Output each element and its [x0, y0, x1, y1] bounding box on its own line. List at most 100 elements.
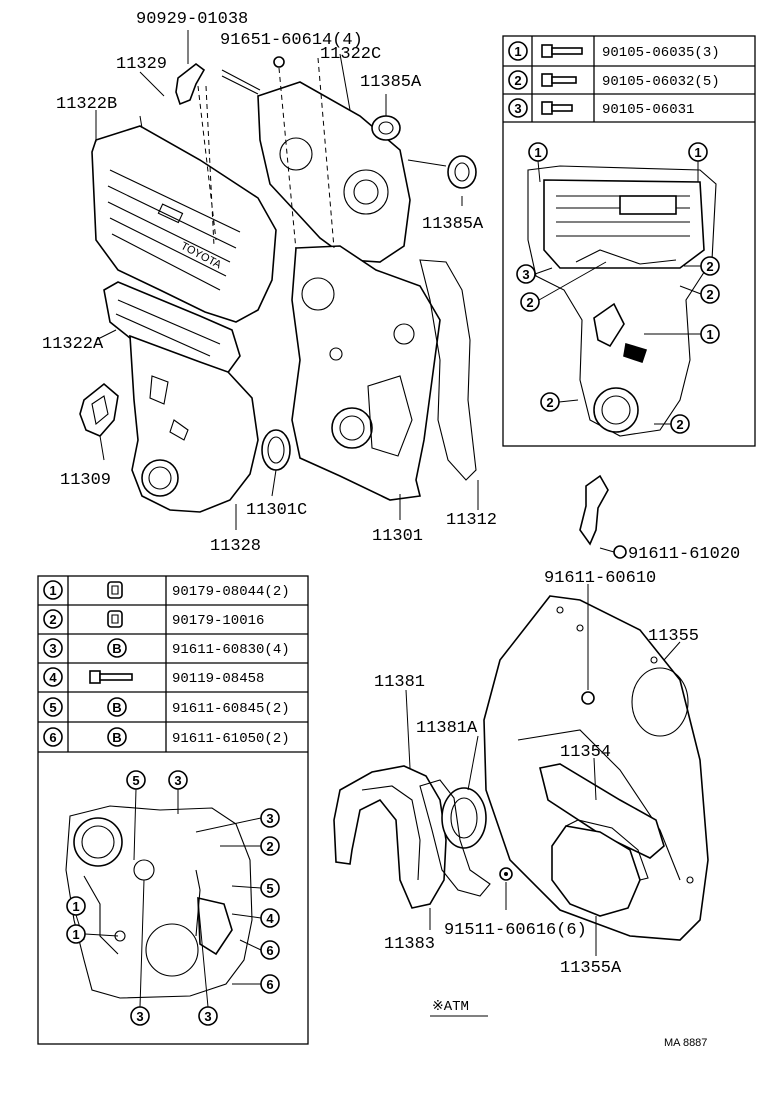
gasket-11322C: [257, 81, 411, 263]
callout-11301: 11301: [372, 527, 423, 546]
marker-3: 3: [168, 770, 188, 814]
svg-text:90105-06031: 90105-06031: [602, 102, 694, 118]
bolt-icon: [541, 73, 577, 87]
callout-11301C: 11301C: [246, 501, 307, 520]
callout-11355: 11355: [648, 627, 699, 646]
svg-text:B: B: [112, 641, 121, 656]
svg-text:3: 3: [49, 641, 56, 656]
retainer-11381: [333, 765, 447, 909]
callout-11322A: 11322A: [42, 335, 104, 354]
table-bottom-row-3: 3 B 91611-60830(4): [43, 638, 290, 658]
marker-3: 3: [516, 264, 553, 284]
table-bottom-row-6: 6 B 91611-61050(2): [43, 727, 290, 747]
svg-text:91611-60845(2): 91611-60845(2): [172, 701, 290, 717]
callout-11309: 11309: [60, 471, 111, 490]
svg-text:1: 1: [706, 327, 713, 342]
inset-upper-cover-drawing: [527, 165, 717, 437]
marker-1: 1: [644, 324, 720, 344]
callout-11385A-top: 11385A: [360, 73, 422, 92]
svg-text:6: 6: [266, 943, 273, 958]
svg-text:1: 1: [694, 145, 701, 160]
inset-timing-case-drawing: [65, 805, 253, 999]
upper-cover-assembly: TOYOTA: [42, 10, 497, 556]
svg-text:90105-06035(3): 90105-06035(3): [602, 45, 720, 61]
table-bottom-row-5: 5 B 91611-60845(2): [43, 697, 290, 717]
marker-6: 6: [239, 939, 280, 960]
stud-bolt: [221, 69, 261, 95]
svg-text:3: 3: [204, 1009, 211, 1024]
marker-3: 3: [197, 899, 218, 1026]
upper-cover-11322B: [91, 125, 277, 323]
callout-11354: 11354: [560, 743, 611, 762]
svg-text:4: 4: [266, 911, 274, 926]
flange-bolt-icon: B: [107, 697, 127, 717]
callout-11328: 11328: [210, 537, 261, 556]
svg-text:2: 2: [526, 295, 533, 310]
bolt-icon: [541, 44, 583, 58]
svg-text:90179-10016: 90179-10016: [172, 613, 264, 629]
flange-bolt-icon: B: [107, 727, 127, 747]
svg-text:5: 5: [132, 773, 139, 788]
rear-plate-assembly: 91611-60610 11355 11381 11381A 11354 113…: [333, 569, 709, 978]
svg-text:B: B: [112, 730, 121, 745]
inset-top-markers: 1 1 3 2 2 2 1 2 2: [516, 142, 720, 434]
svg-text:6: 6: [49, 730, 56, 745]
table-top-row-1: 1 90105-06035(3): [508, 41, 720, 61]
svg-text:3: 3: [514, 101, 521, 116]
marker-6: 6: [232, 974, 280, 994]
table-bottom-row-2: 2 90179-10016: [43, 609, 264, 629]
atm-note: ※ATM: [432, 999, 469, 1015]
svg-text:1: 1: [49, 583, 56, 598]
callout-11383: 11383: [384, 935, 435, 954]
callout-11381: 11381: [374, 673, 425, 692]
svg-text:3: 3: [174, 773, 181, 788]
svg-text:2: 2: [49, 612, 56, 627]
bolt-91611-61020: 91611-61020: [579, 474, 740, 564]
gasket-11312: [419, 259, 477, 481]
washer-91651: [273, 56, 285, 68]
callout-11312: 11312: [446, 511, 497, 530]
svg-text:90105-06032(5): 90105-06032(5): [602, 74, 720, 90]
cap-nut-icon: [107, 610, 123, 628]
svg-text:5: 5: [266, 881, 273, 896]
oil-seal-11301C: [261, 429, 291, 471]
svg-text:90119-08458: 90119-08458: [172, 671, 264, 687]
svg-text:3: 3: [266, 811, 273, 826]
callout-91611-61020: 91611-61020: [628, 545, 740, 564]
callout-91651-60614: 91651-60614(4): [220, 31, 363, 50]
callout-11381A: 11381A: [416, 719, 478, 738]
gasket-11383: [419, 779, 491, 897]
svg-text:1: 1: [534, 145, 541, 160]
seal-11385A-top: [371, 115, 401, 141]
callout-91611-60610: 91611-60610: [544, 569, 656, 588]
marker-2: 2: [520, 261, 607, 312]
plate-11354: [539, 763, 665, 859]
svg-text:5: 5: [49, 700, 56, 715]
callout-91511-60616: 91511-60616(6): [444, 921, 587, 940]
marker-2: 2: [220, 836, 280, 856]
marker-3: 3: [195, 808, 280, 833]
svg-text:4: 4: [49, 670, 57, 685]
marker-5: 5: [231, 878, 280, 898]
bolt-icon: [541, 101, 573, 115]
svg-text:2: 2: [676, 417, 683, 432]
bottom-left-bolt-table: 1 90179-08044(2) 2 90179-10016 3 B 91611…: [37, 575, 309, 1045]
svg-text:2: 2: [706, 287, 713, 302]
svg-text:91611-61050(2): 91611-61050(2): [172, 731, 290, 747]
marker-4: 4: [231, 908, 280, 928]
seal-11385A-bottom: [447, 155, 477, 189]
diagram-code: MA 8887: [664, 1037, 707, 1049]
table-bottom-row-4: 4 90119-08458: [43, 667, 264, 687]
svg-text:6: 6: [266, 977, 273, 992]
marker-1: 1: [66, 896, 86, 941]
stud-bolt-icon: [89, 670, 133, 684]
marker-1: 1: [528, 142, 548, 183]
marker-1: 1: [66, 924, 119, 944]
timing-case-11301: [291, 245, 441, 501]
svg-text:1: 1: [72, 927, 79, 942]
inset-bottom-markers: 5 3 3 2 5 4 6 6 1 1 3 3: [66, 770, 280, 1026]
table-top-row-3: 3 90105-06031: [508, 98, 694, 118]
callout-11355A: 11355A: [560, 959, 622, 978]
table-top-row-2: 2 90105-06032(5): [508, 70, 720, 90]
